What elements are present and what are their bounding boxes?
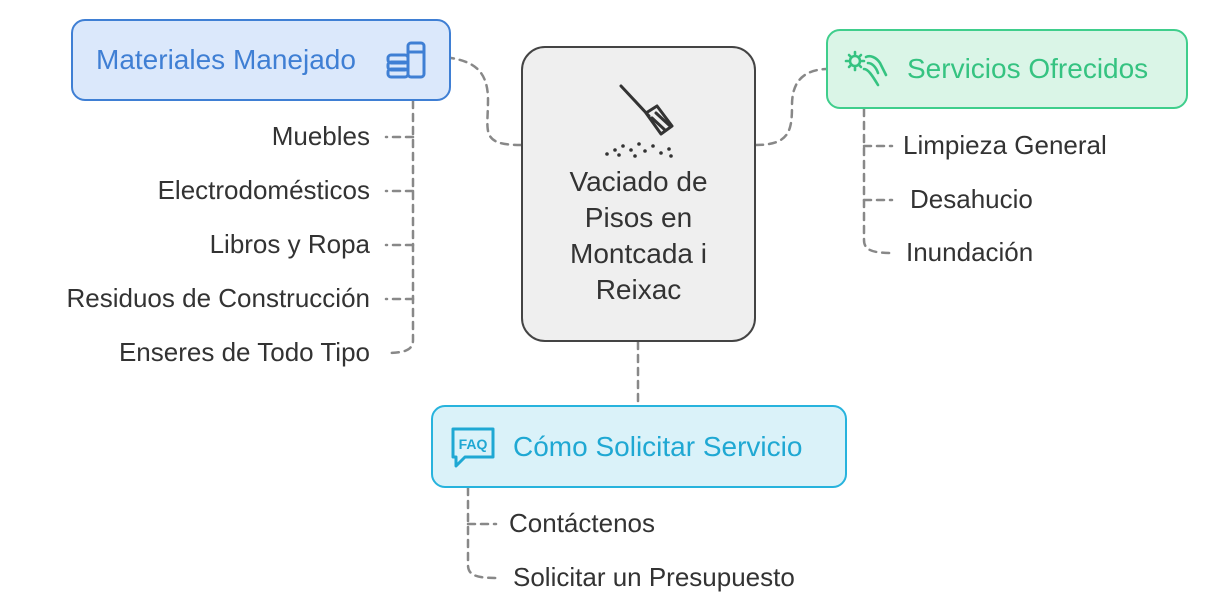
services-box: Servicios Ofrecidos: [826, 29, 1188, 109]
materials-item: Electrodomésticos: [157, 175, 370, 205]
connector-request-trunk: [466, 486, 498, 580]
materials-item: Enseres de Todo Tipo: [118, 337, 370, 367]
materials-item: Residuos de Construcción: [66, 283, 371, 313]
center-topic-box: Vaciado de Pisos en Montcada i Reixac: [521, 46, 756, 342]
request-box: FAQ Cómo Solicitar Servicio: [431, 405, 847, 488]
faq-icon-text: FAQ: [459, 436, 488, 452]
connector-services-trunk: [862, 107, 894, 255]
hand-service-icon: [844, 50, 888, 87]
services-item: Desahucio: [910, 184, 1033, 214]
connector-center-materials: [449, 56, 523, 147]
broom-icon: [605, 84, 674, 158]
services-title: Servicios Ofrecidos: [907, 53, 1149, 84]
center-topic-title: Vaciado de Pisos en Montcada i Reixac: [569, 166, 708, 305]
services-item: Limpieza General: [903, 130, 1107, 160]
materials-item: Muebles: [271, 121, 370, 151]
materials-title: Materiales Manejado: [96, 44, 356, 75]
connector-materials-trunk: [384, 99, 415, 355]
materials-item: Libros y Ropa: [209, 229, 370, 259]
connector-center-services: [754, 67, 828, 147]
materials-box: Materiales Manejado: [71, 19, 451, 101]
services-item: Inundación: [906, 237, 1034, 267]
request-title: Cómo Solicitar Servicio: [513, 431, 803, 462]
stacked-coins-icon: [386, 41, 426, 79]
request-item: Solicitar un Presupuesto: [513, 562, 795, 592]
request-item: Contáctenos: [509, 508, 655, 538]
faq-bubble-icon: FAQ: [451, 427, 495, 468]
